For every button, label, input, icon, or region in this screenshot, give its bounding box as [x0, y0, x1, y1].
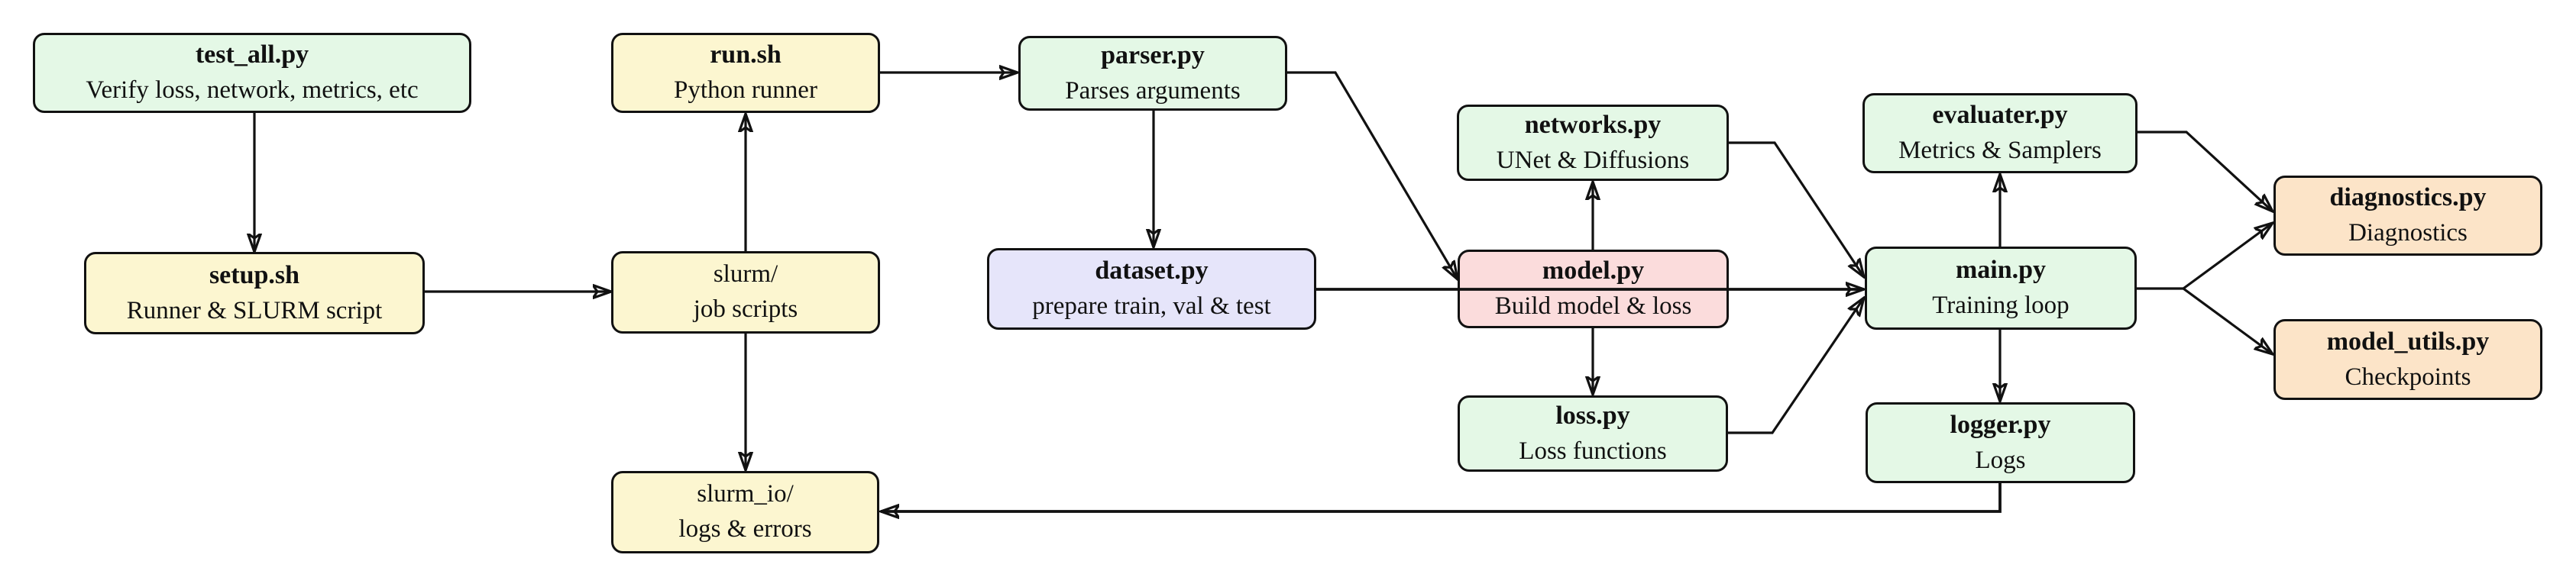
node-subtitle: Training loop [1932, 292, 2070, 320]
node-title: test_all.py [195, 40, 309, 69]
node-evaluater-py: evaluater.py Metrics & Samplers [1862, 93, 2137, 173]
node-main-py: main.py Training loop [1865, 247, 2137, 330]
node-title: loss.py [1555, 401, 1630, 430]
node-setup-sh: setup.sh Runner & SLURM script [84, 252, 425, 334]
edge-logger-to-slurm-io [881, 483, 2002, 511]
node-subtitle: Verify loss, network, metrics, etc [86, 76, 419, 105]
node-subtitle: logs & errors [678, 515, 812, 543]
node-subtitle: Runner & SLURM script [126, 296, 383, 324]
edge-loss-to-main [1728, 298, 1864, 434]
edge-networks-to-main [1729, 141, 1864, 277]
node-subtitle: Diagnostics [2348, 219, 2468, 247]
node-title: diagnostics.py [2329, 183, 2487, 212]
node-title: slurm_io/ [697, 480, 794, 508]
node-networks-py: networks.py UNet & Diffusions [1457, 105, 1729, 181]
node-subtitle: Logs [1975, 446, 2026, 474]
node-subtitle: Metrics & Samplers [1898, 137, 2102, 165]
edge-evaluater-to-diagnostics [2137, 131, 2273, 211]
node-title: setup.sh [209, 260, 300, 289]
node-subtitle: prepare train, val & test [1032, 292, 1271, 321]
node-dataset-py: dataset.py prepare train, val & test [987, 248, 1316, 330]
node-title: networks.py [1524, 110, 1662, 139]
node-logger-py: logger.py Logs [1866, 402, 2135, 483]
node-title: dataset.py [1095, 256, 1209, 285]
node-diagnostics-py: diagnostics.py Diagnostics [2273, 176, 2542, 256]
edge-parser-to-model [1287, 71, 1458, 279]
node-slurm-dir: slurm/ job scripts [611, 251, 880, 334]
node-slurm-io-dir: slurm_io/ logs & errors [611, 471, 879, 553]
node-run-sh: run.sh Python runner [611, 33, 880, 113]
node-subtitle: job scripts [693, 295, 798, 323]
node-title: main.py [1955, 256, 2047, 285]
node-subtitle: Checkpoints [2345, 363, 2471, 391]
edge-main-to-diagnostics [2183, 223, 2273, 290]
node-title: evaluater.py [1932, 101, 2068, 130]
node-subtitle: Parses arguments [1065, 76, 1241, 105]
node-title: parser.py [1101, 40, 1205, 69]
node-model-utils-py: model_utils.py Checkpoints [2273, 319, 2542, 400]
edge-main-to-model-utils [2183, 287, 2273, 354]
node-loss-py: loss.py Loss functions [1458, 395, 1728, 472]
node-title: slurm/ [713, 260, 778, 289]
node-subtitle: UNet & Diffusions [1496, 146, 1690, 174]
node-title: model.py [1542, 256, 1645, 285]
node-parser-py: parser.py Parses arguments [1018, 36, 1287, 111]
node-title: logger.py [1950, 410, 2051, 439]
node-title: model_utils.py [2326, 327, 2490, 356]
node-subtitle: Loss functions [1519, 437, 1667, 465]
node-title: run.sh [710, 40, 782, 69]
node-subtitle: Build model & loss [1494, 292, 1692, 321]
node-test-all-py: test_all.py Verify loss, network, metric… [33, 33, 471, 113]
node-subtitle: Python runner [674, 76, 817, 105]
node-model-py: model.py Build model & loss [1458, 250, 1729, 328]
